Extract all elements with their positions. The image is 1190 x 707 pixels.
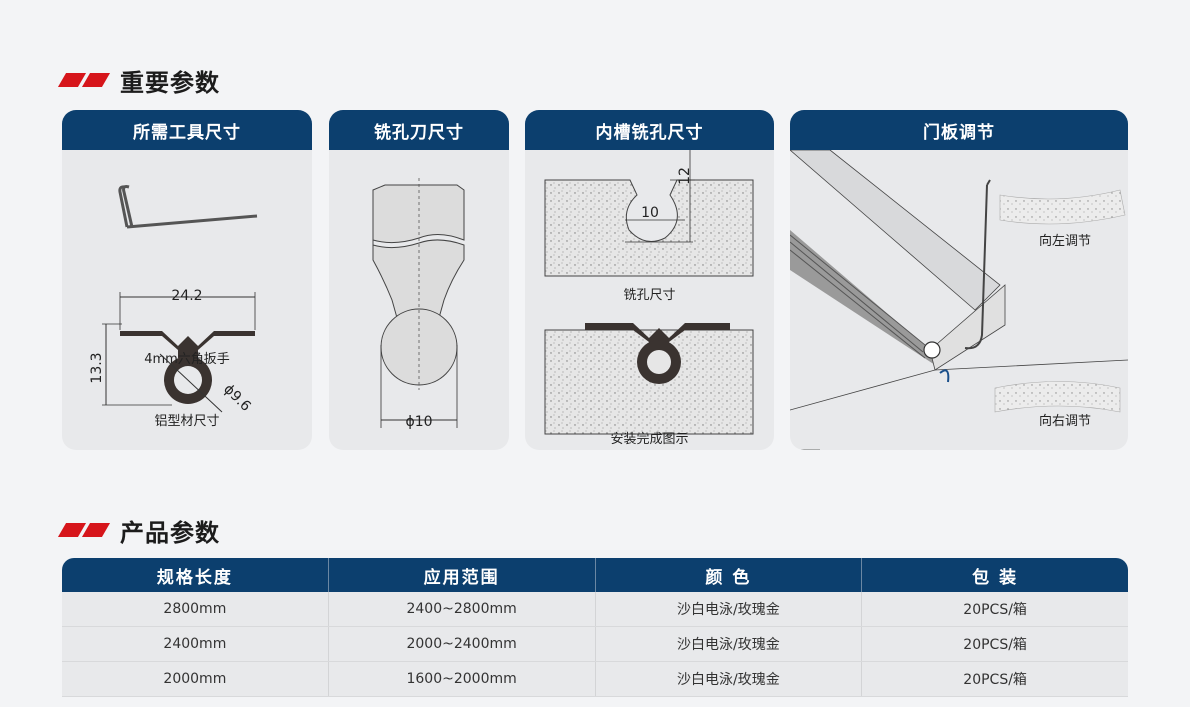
card-title: 内槽铣孔尺寸 (525, 110, 774, 150)
card-groove-size: 内槽铣孔尺寸 12 10 铣孔尺寸 安装完成图示 (525, 110, 774, 450)
adjust-right-label: 向右调节 (1038, 414, 1091, 429)
cell-color: 沙白电泳/玫瑰金 (596, 662, 863, 696)
board-groove-icon (544, 179, 754, 277)
product-params-table: 规格长度 应用范围 颜 色 包 装 2800mm 2400~2800mm 沙白电… (62, 558, 1128, 697)
cell-package: 20PCS/箱 (963, 672, 1027, 688)
cell-package: 20PCS/箱 (963, 637, 1027, 653)
cell-range: 2000~2400mm (329, 627, 596, 661)
section-title-text: 产品参数 (120, 518, 220, 547)
tools-diagram (102, 185, 258, 413)
table-row: 2800mm 2400~2800mm 沙白电泳/玫瑰金 20PCS/箱 (62, 592, 1128, 627)
door-panel-diagram (790, 150, 1128, 450)
wrench-label: 4mm六角扳手 (144, 352, 230, 367)
card-title: 所需工具尺寸 (62, 110, 312, 150)
cell-range: 1600~2000mm (329, 662, 596, 696)
adjust-left-label: 向左调节 (1038, 234, 1091, 249)
red-slash-icon (57, 523, 111, 537)
cell-color: 沙白电泳/玫瑰金 (596, 627, 863, 661)
table-header: 规格长度 应用范围 颜 色 包 装 (62, 558, 1128, 592)
card-required-tools: 所需工具尺寸 4mm六角扳手 24.2 13.3 ϕ9.6 铝型材尺寸 (62, 110, 312, 450)
cell-length: 2000mm (62, 662, 329, 696)
header-color: 颜 色 (596, 558, 863, 592)
card-title: 铣孔刀尺寸 (329, 110, 509, 150)
cell-range: 2400~2800mm (329, 592, 596, 626)
header-package: 包 装 (972, 567, 1019, 588)
milling-cutter-icon (372, 178, 465, 428)
profile-label: 铝型材尺寸 (154, 414, 220, 429)
cell-length: 2400mm (62, 627, 329, 661)
groove-label-bottom: 安装完成图示 (610, 432, 689, 447)
section-title-product-params: 产品参数 (57, 514, 220, 547)
cell-length: 2800mm (62, 592, 329, 626)
header-length: 规格长度 (62, 558, 329, 592)
header-range: 应用范围 (329, 558, 596, 592)
curve-left-icon (999, 189, 1126, 225)
dim-height-label: 13.3 (89, 352, 105, 384)
red-slash-icon (57, 73, 111, 87)
cell-color: 沙白电泳/玫瑰金 (596, 592, 863, 626)
cell-package: 20PCS/箱 (963, 602, 1027, 618)
groove-label-top: 铣孔尺寸 (623, 288, 676, 303)
groove-diagram (544, 150, 754, 435)
groove-width-label: 10 (641, 205, 659, 221)
table-row: 2400mm 2000~2400mm 沙白电泳/玫瑰金 20PCS/箱 (62, 627, 1128, 662)
curve-right-icon (994, 381, 1121, 413)
card-door-adjust: 门板调节 向左调节 向右调节 (790, 110, 1128, 450)
table-row: 2000mm 1600~2000mm 沙白电泳/玫瑰金 20PCS/箱 (62, 662, 1128, 697)
groove-depth-label: 12 (677, 167, 693, 185)
rotate-arrow-icon (939, 369, 950, 383)
dim-width-label: 24.2 (171, 288, 203, 304)
section-title-text: 重要参数 (120, 68, 220, 97)
card-cutter-size: 铣孔刀尺寸 ϕ10 (329, 110, 509, 450)
cutter-diameter-label: ϕ10 (405, 414, 433, 430)
section-title-important-params: 重要参数 (57, 64, 220, 97)
card-title: 门板调节 (790, 110, 1128, 150)
